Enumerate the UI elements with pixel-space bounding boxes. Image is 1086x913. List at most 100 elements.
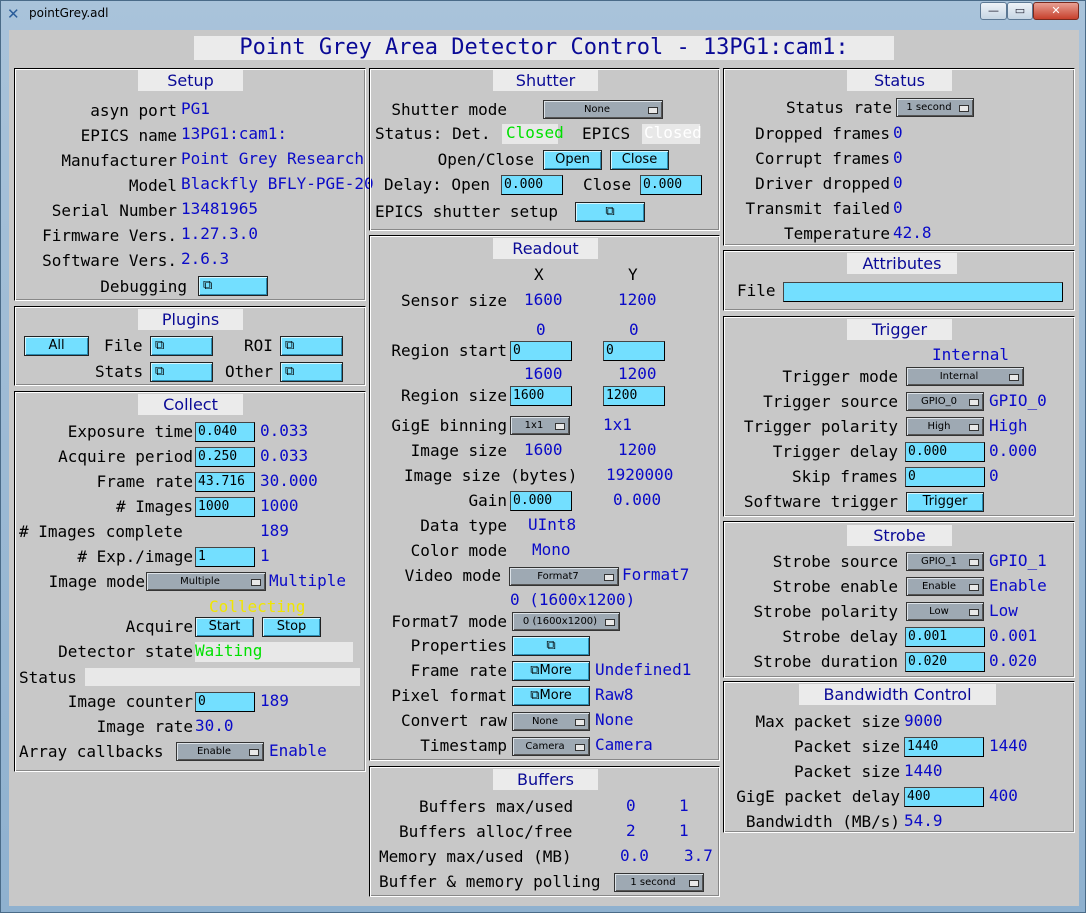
buffers-max-value: 0	[626, 796, 636, 815]
maximize-button[interactable]: ▭	[1007, 2, 1033, 20]
driver-dropped-value: 0	[893, 173, 903, 192]
region-size-y-readback: 1200	[618, 364, 657, 383]
trigger-title: Trigger	[847, 319, 952, 340]
exposure-readback: 0.033	[260, 421, 309, 440]
attributes-file-input[interactable]	[783, 282, 1063, 302]
gige-binning-menu[interactable]: 1x1	[510, 416, 570, 435]
image-mode-menu[interactable]: Multiple	[146, 572, 266, 591]
plugins-file-button[interactable]: ⧉	[150, 336, 213, 356]
region-size-y-input[interactable]: 1200	[603, 386, 665, 406]
num-images-input[interactable]: 1000	[195, 497, 255, 517]
page-title: Point Grey Area Detector Control - 13PG1…	[194, 36, 894, 60]
delay-open-input[interactable]: 0.000	[501, 175, 563, 195]
video-mode-label: Video mode	[404, 566, 501, 585]
skip-frames-input[interactable]: 0	[905, 467, 985, 487]
image-rate-label: Image rate	[96, 717, 193, 736]
minimize-button[interactable]: —	[980, 2, 1007, 20]
image-counter-input[interactable]: 0	[195, 692, 255, 712]
trigger-mode-label: Trigger mode	[782, 367, 898, 386]
acquire-period-input[interactable]: 0.250	[195, 447, 255, 467]
trigger-source-menu[interactable]: GPIO_0	[906, 392, 984, 411]
frame-rate-input[interactable]: 43.716	[195, 472, 255, 492]
status-title: Status	[847, 70, 952, 91]
epics-shutter-setup-button[interactable]: ⧉	[575, 202, 645, 222]
format7-mode-menu[interactable]: 0 (1600x1200)	[512, 612, 620, 631]
region-start-x-input[interactable]: 0	[510, 341, 572, 361]
image-size-x: 1600	[524, 440, 563, 459]
related-display-icon: ⧉	[155, 338, 165, 353]
start-button[interactable]: Start	[195, 617, 254, 637]
frame-rate-more-button[interactable]: ⧉More	[512, 661, 590, 681]
model-label: Model	[128, 176, 177, 195]
window-title: pointGrey.adl	[29, 6, 109, 20]
software-trigger-label: Software trigger	[743, 492, 898, 511]
strobe-polarity-menu[interactable]: Low	[906, 602, 984, 621]
image-bytes-label: Image size (bytes)	[404, 466, 578, 485]
temperature-value: 42.8	[893, 223, 932, 242]
asyn-port-value: PG1	[181, 99, 210, 118]
gige-binning-readback: 1x1	[603, 415, 632, 434]
strobe-polarity-readback: Low	[989, 601, 1018, 620]
region-size-label: Region size	[401, 386, 507, 405]
properties-button[interactable]: ⧉	[512, 636, 590, 656]
strobe-enable-menu[interactable]: Enable	[906, 577, 984, 596]
corrupt-frames-label: Corrupt frames	[755, 149, 890, 168]
plugins-title: Plugins	[138, 309, 243, 330]
strobe-duration-input[interactable]: 0.020	[905, 652, 985, 672]
firmware-label: Firmware Vers.	[42, 226, 177, 245]
gain-input[interactable]: 0.000	[510, 491, 572, 511]
plugins-all-button[interactable]: All	[24, 336, 89, 356]
memory-used-value: 3.7	[684, 846, 713, 865]
strobe-delay-input[interactable]: 0.001	[905, 627, 985, 647]
strobe-enable-label: Strobe enable	[772, 577, 898, 596]
timestamp-menu[interactable]: Camera	[512, 737, 590, 756]
region-start-y-input[interactable]: 0	[603, 341, 665, 361]
close-button[interactable]: ✕	[1033, 2, 1079, 20]
status-rate-label: Status rate	[786, 98, 892, 117]
trigger-mode-menu[interactable]: Internal	[906, 367, 1024, 386]
det-status-field	[502, 124, 558, 144]
collecting-indicator: Collecting	[209, 597, 306, 616]
trigger-polarity-menu[interactable]: High	[906, 417, 984, 436]
image-size-y: 1200	[618, 440, 657, 459]
software-trigger-button[interactable]: Trigger	[906, 492, 984, 512]
delay-close-input[interactable]: 0.000	[640, 175, 702, 195]
packet-delay-input[interactable]: 400	[904, 787, 984, 807]
gain-label: Gain	[468, 491, 507, 510]
packet-size-input[interactable]: 1440	[904, 737, 984, 757]
exposure-input[interactable]: 0.040	[195, 422, 255, 442]
convert-raw-menu[interactable]: None	[512, 712, 590, 731]
acquire-period-label: Acquire period	[58, 447, 193, 466]
status-rate-menu[interactable]: 1 second	[896, 98, 974, 117]
title-bar[interactable]: ✕ pointGrey.adl — ▭ ✕	[1, 1, 1085, 27]
epics-status-field	[642, 124, 700, 144]
related-display-icon: ⧉	[155, 364, 165, 379]
shutter-open-button[interactable]: Open	[543, 150, 602, 170]
color-mode-label: Color mode	[410, 541, 507, 560]
exp-per-image-input[interactable]: 1	[195, 547, 255, 567]
image-mode-label: Image mode	[48, 572, 145, 591]
debugging-button[interactable]: ⧉	[198, 276, 268, 296]
buffers-alloc-free-label: Buffers alloc/free	[399, 822, 573, 841]
trigger-delay-input[interactable]: 0.000	[905, 442, 985, 462]
shutter-mode-menu[interactable]: None	[543, 100, 663, 119]
strobe-source-menu[interactable]: GPIO_1	[906, 552, 984, 571]
plugins-stats-button[interactable]: ⧉	[150, 362, 213, 382]
shutter-close-button[interactable]: Close	[610, 150, 669, 170]
plugins-file-label: File	[104, 336, 143, 355]
pixel-format-more-button[interactable]: ⧉More	[512, 686, 590, 706]
related-display-icon: ⧉	[530, 688, 540, 703]
plugins-other-button[interactable]: ⧉	[280, 362, 343, 382]
array-callbacks-menu[interactable]: Enable	[176, 742, 264, 761]
y-column-header: Y	[628, 265, 638, 284]
asyn-port-label: asyn port	[90, 101, 177, 120]
memory-max-value: 0.0	[620, 846, 649, 865]
stop-button[interactable]: Stop	[262, 617, 321, 637]
region-size-x-input[interactable]: 1600	[510, 386, 572, 406]
video-mode-menu[interactable]: Format7	[509, 567, 619, 586]
buffer-polling-menu[interactable]: 1 second	[614, 873, 704, 892]
epics-name-label: EPICS name	[80, 126, 177, 145]
plugins-roi-button[interactable]: ⧉	[280, 336, 343, 356]
sensor-size-x: 1600	[524, 290, 563, 309]
properties-label: Properties	[410, 636, 507, 655]
